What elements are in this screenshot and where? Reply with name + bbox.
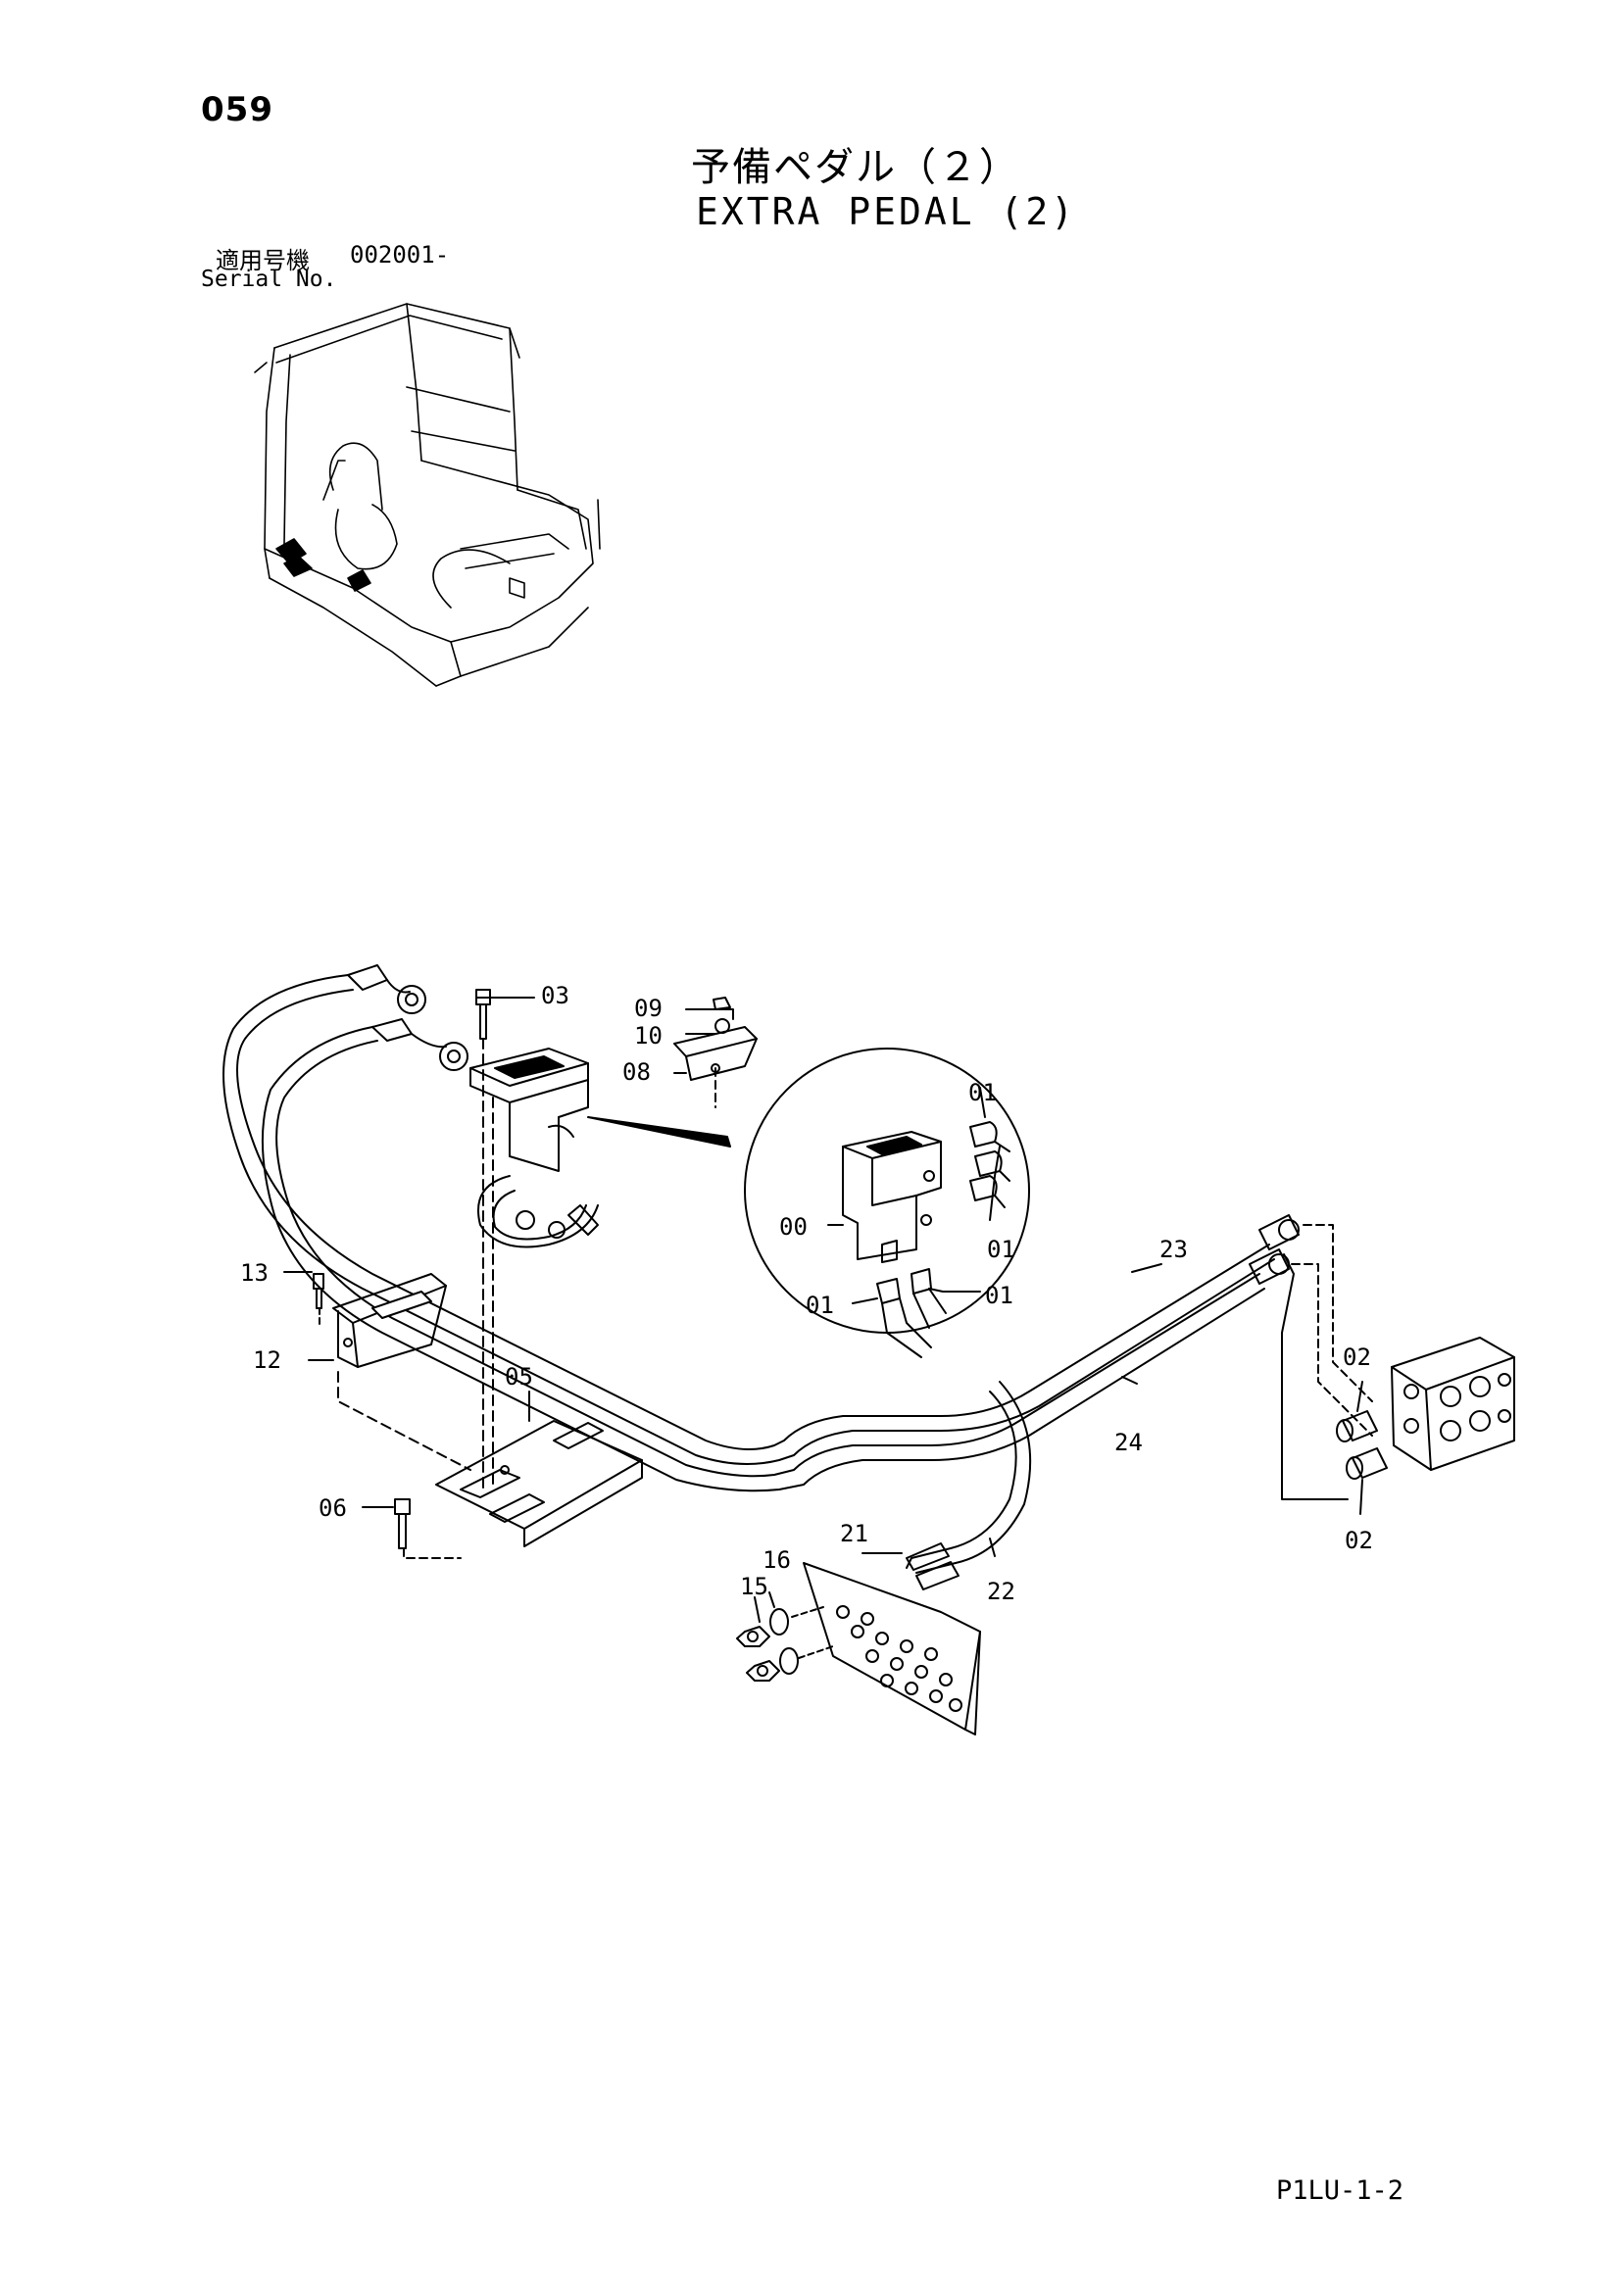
callout-00: 00 [779,1213,808,1241]
callout-23: 23 [1159,1236,1188,1263]
serial-label-japanese: 適用号機 [216,247,310,274]
callout-08: 08 [622,1058,651,1086]
callout-24: 24 [1114,1429,1143,1456]
callout-01-bottom-left: 01 [806,1292,834,1319]
callout-09: 09 [634,995,663,1022]
drawing-code: P1LU-1-2 [1276,2175,1404,2206]
callout-16: 16 [763,1546,791,1574]
callout-03: 03 [541,982,569,1009]
callout-01-bottom-right: 01 [985,1282,1013,1309]
callout-01-top: 01 [968,1079,997,1106]
callout-12: 12 [253,1346,281,1374]
callout-21: 21 [840,1520,868,1547]
serial-label-english: Serial No. [201,267,337,292]
callout-06: 06 [319,1494,347,1522]
callout-15: 15 [740,1573,768,1600]
callout-22: 22 [987,1578,1015,1605]
title-japanese: 予備ペダル（２） [691,145,1020,190]
callout-02-bottom: 02 [1345,1527,1373,1554]
callout-02-top: 02 [1343,1343,1371,1371]
title-english: EXTRA PEDAL (2) [696,190,1077,233]
callout-10: 10 [634,1022,663,1050]
page-number: 059 [201,90,273,129]
callout-05: 05 [505,1363,533,1391]
callout-01-right: 01 [987,1236,1015,1263]
callout-13: 13 [240,1259,269,1287]
serial-code: 002001- [350,241,450,269]
